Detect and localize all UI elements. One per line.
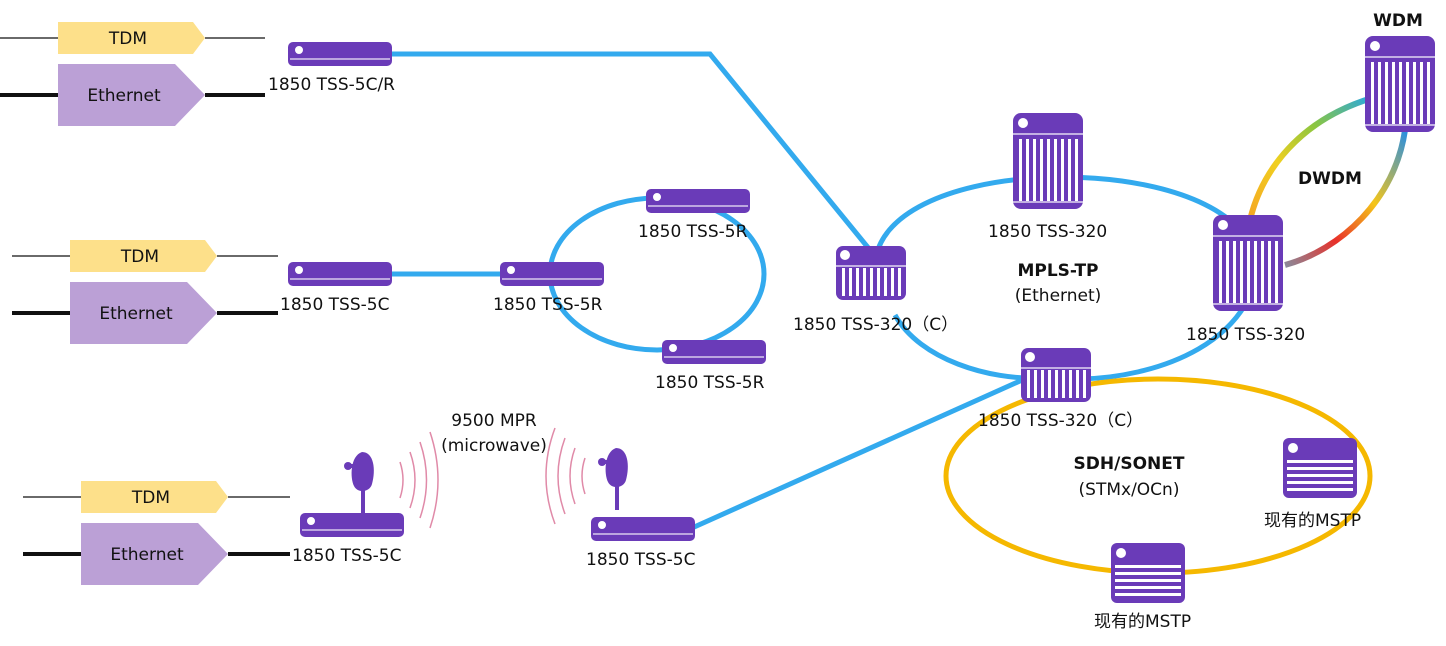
device-label: 1850 TSS-5C	[292, 546, 401, 566]
ethernet-tag-label: Ethernet	[110, 545, 184, 565]
tdm-tag	[58, 22, 205, 54]
device-tss5r-top[interactable]: 1850 TSS-5R	[638, 188, 751, 242]
tdm-tag	[81, 481, 228, 513]
ethernet-tag	[81, 523, 228, 585]
tdm-tag	[70, 240, 217, 272]
device-tss320-right[interactable]: 1850 TSS-320	[1186, 214, 1305, 345]
dwdm-link-1	[1247, 95, 1373, 221]
device-wdm[interactable]: WDM	[1364, 11, 1436, 133]
ethernet-tag-label: Ethernet	[87, 86, 161, 106]
tdm-tag-label: TDM	[108, 29, 147, 49]
tdm-tag-label: TDM	[120, 247, 159, 267]
device-label: 1850 TSS-320	[1186, 325, 1305, 345]
device-label: 1850 TSS-5C	[586, 550, 695, 570]
device-tss5c-mid[interactable]: 1850 TSS-5C	[280, 261, 393, 315]
microwave-subtitle: (microwave)	[441, 436, 547, 456]
device-tss320c-bottom[interactable]: 1850 TSS-320（C）	[978, 347, 1143, 431]
sdh-title: SDH/SONET	[1074, 454, 1185, 474]
microwave-waves	[399, 427, 586, 529]
device-tss5c-bl[interactable]: 1850 TSS-5C	[292, 452, 405, 566]
device-tss5c-bm[interactable]: 1850 TSS-5C	[586, 448, 696, 570]
device-label: 1850 TSS-5R	[493, 295, 603, 315]
device-label: 1850 TSS-5R	[655, 373, 765, 393]
microwave-title: 9500 MPR	[451, 411, 537, 431]
device-label: 1850 TSS-5R	[638, 222, 748, 242]
device-label: 1850 TSS-320（C）	[793, 315, 958, 335]
device-tss320-top[interactable]: 1850 TSS-320	[988, 112, 1107, 242]
device-label: 1850 TSS-5C/R	[268, 75, 395, 95]
link-5c-to-320c-bottom	[690, 369, 1042, 531]
dwdm-label: DWDM	[1298, 169, 1362, 189]
tdm-tag-label: TDM	[131, 488, 170, 508]
device-label: 1850 TSS-320（C）	[978, 411, 1143, 431]
wdm-label: WDM	[1373, 11, 1423, 31]
ethernet-tag	[58, 64, 205, 126]
device-label: 1850 TSS-5C	[280, 295, 389, 315]
device-label: 1850 TSS-320	[988, 222, 1107, 242]
device-tss5cr[interactable]: 1850 TSS-5C/R	[268, 41, 395, 95]
ethernet-tag	[70, 282, 217, 344]
device-tss5r-bottom[interactable]: 1850 TSS-5R	[655, 339, 767, 393]
mpls-subtitle: (Ethernet)	[1015, 286, 1102, 306]
device-mstp-bottom[interactable]: 现有的MSTP	[1094, 542, 1191, 632]
device-tss320c-center[interactable]: 1850 TSS-320（C）	[793, 245, 958, 335]
ethernet-tag-label: Ethernet	[99, 304, 173, 324]
client-group-1: TDM Ethernet	[0, 22, 265, 126]
device-label: 现有的MSTP	[1264, 511, 1361, 531]
sdh-subtitle: (STMx/OCn)	[1079, 480, 1180, 500]
dwdm-link-2	[1284, 129, 1408, 268]
device-label: 现有的MSTP	[1094, 612, 1191, 632]
link-5cr-to-320c	[392, 51, 872, 252]
client-group-2: TDM Ethernet	[12, 240, 278, 344]
mpls-title: MPLS-TP	[1017, 261, 1098, 281]
device-tss5r-left[interactable]: 1850 TSS-5R	[493, 261, 605, 315]
client-group-3: TDM Ethernet	[23, 481, 290, 585]
device-mstp-right[interactable]: 现有的MSTP	[1264, 437, 1361, 531]
